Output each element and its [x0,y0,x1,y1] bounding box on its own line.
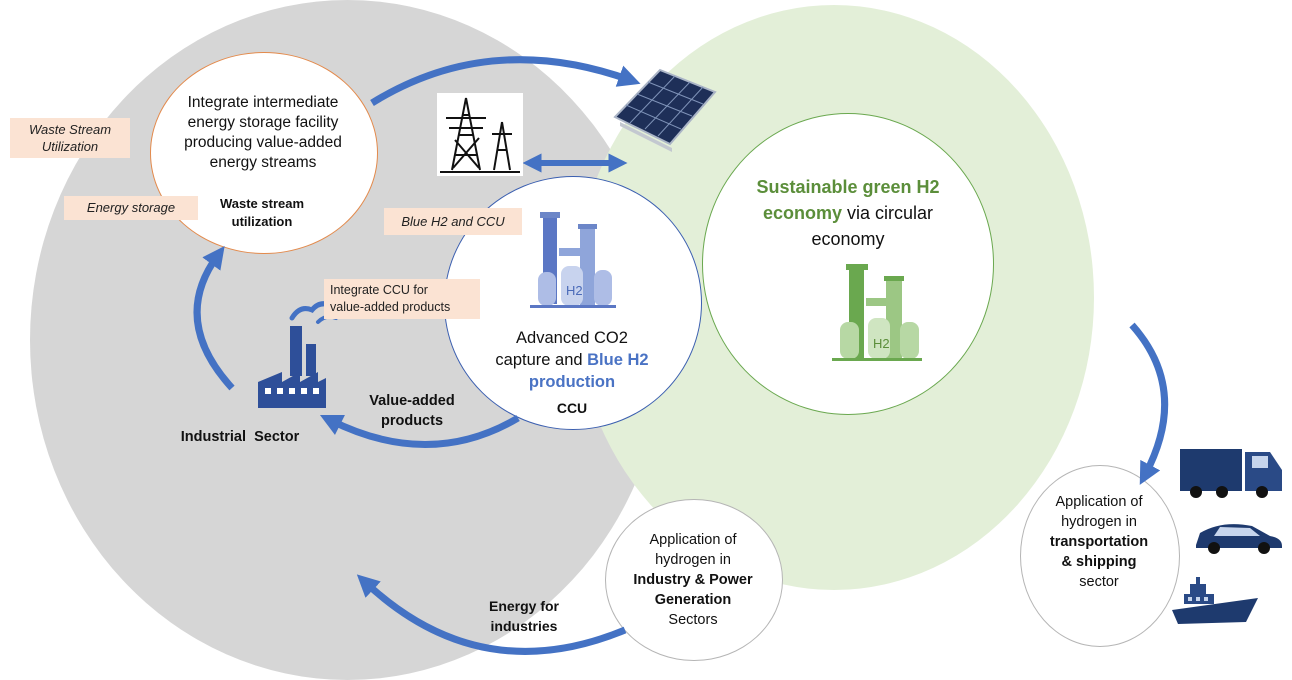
arrow-green-to-transport [1129,322,1169,485]
transport-application-circle [1020,465,1180,647]
arrow-blue-to-industrial [319,414,520,448]
storage-description: Integrate intermediate energy storage fa… [184,94,342,171]
blue-h2-symbol: H2 [566,283,583,298]
arrow-industrial-to-storage [193,245,235,391]
car-icon [1196,524,1282,554]
energy-for-industries-label: Energy for industries [488,598,559,634]
transport-application-text: Application of hydrogen in transportatio… [1049,494,1149,590]
industry-application-circle [605,499,783,661]
truck-icon [1180,449,1282,498]
tag-waste-stream-utilization: Waste Stream Utilization [10,118,130,158]
green-h2-symbol: H2 [873,336,890,351]
industrial-sector-label: Industrial Sector [180,429,300,445]
waste-stream-label: Waste stream utilization [219,196,305,229]
energy-storage-circle [150,52,378,254]
factory-icon [258,301,338,408]
tag-energy-storage: Energy storage [64,196,198,220]
arrow-industry-to-left [356,574,627,655]
tag-blue-h2-ccu: Blue H2 and CCU [384,208,522,235]
ccu-label: CCU [556,400,588,416]
green-h2-plant-icon [832,264,922,361]
power-tower-icon [437,93,523,176]
solar-panel-icon [613,68,717,152]
industry-application-text: Application of hydrogen in Industry & Po… [633,532,753,628]
blue-h2-plant-icon [530,212,616,308]
tag-integrate-ccu: Integrate CCU for value-added products [324,279,480,319]
green-h2-description: Sustainable green H2 economy via circula… [756,177,940,249]
ship-icon [1172,577,1258,624]
blue-h2-description: Advanced CO2 capture and Blue H2 product… [495,329,649,391]
arrow-storage-to-solar [370,56,641,106]
value-added-products-label: Value-added products [369,393,455,429]
